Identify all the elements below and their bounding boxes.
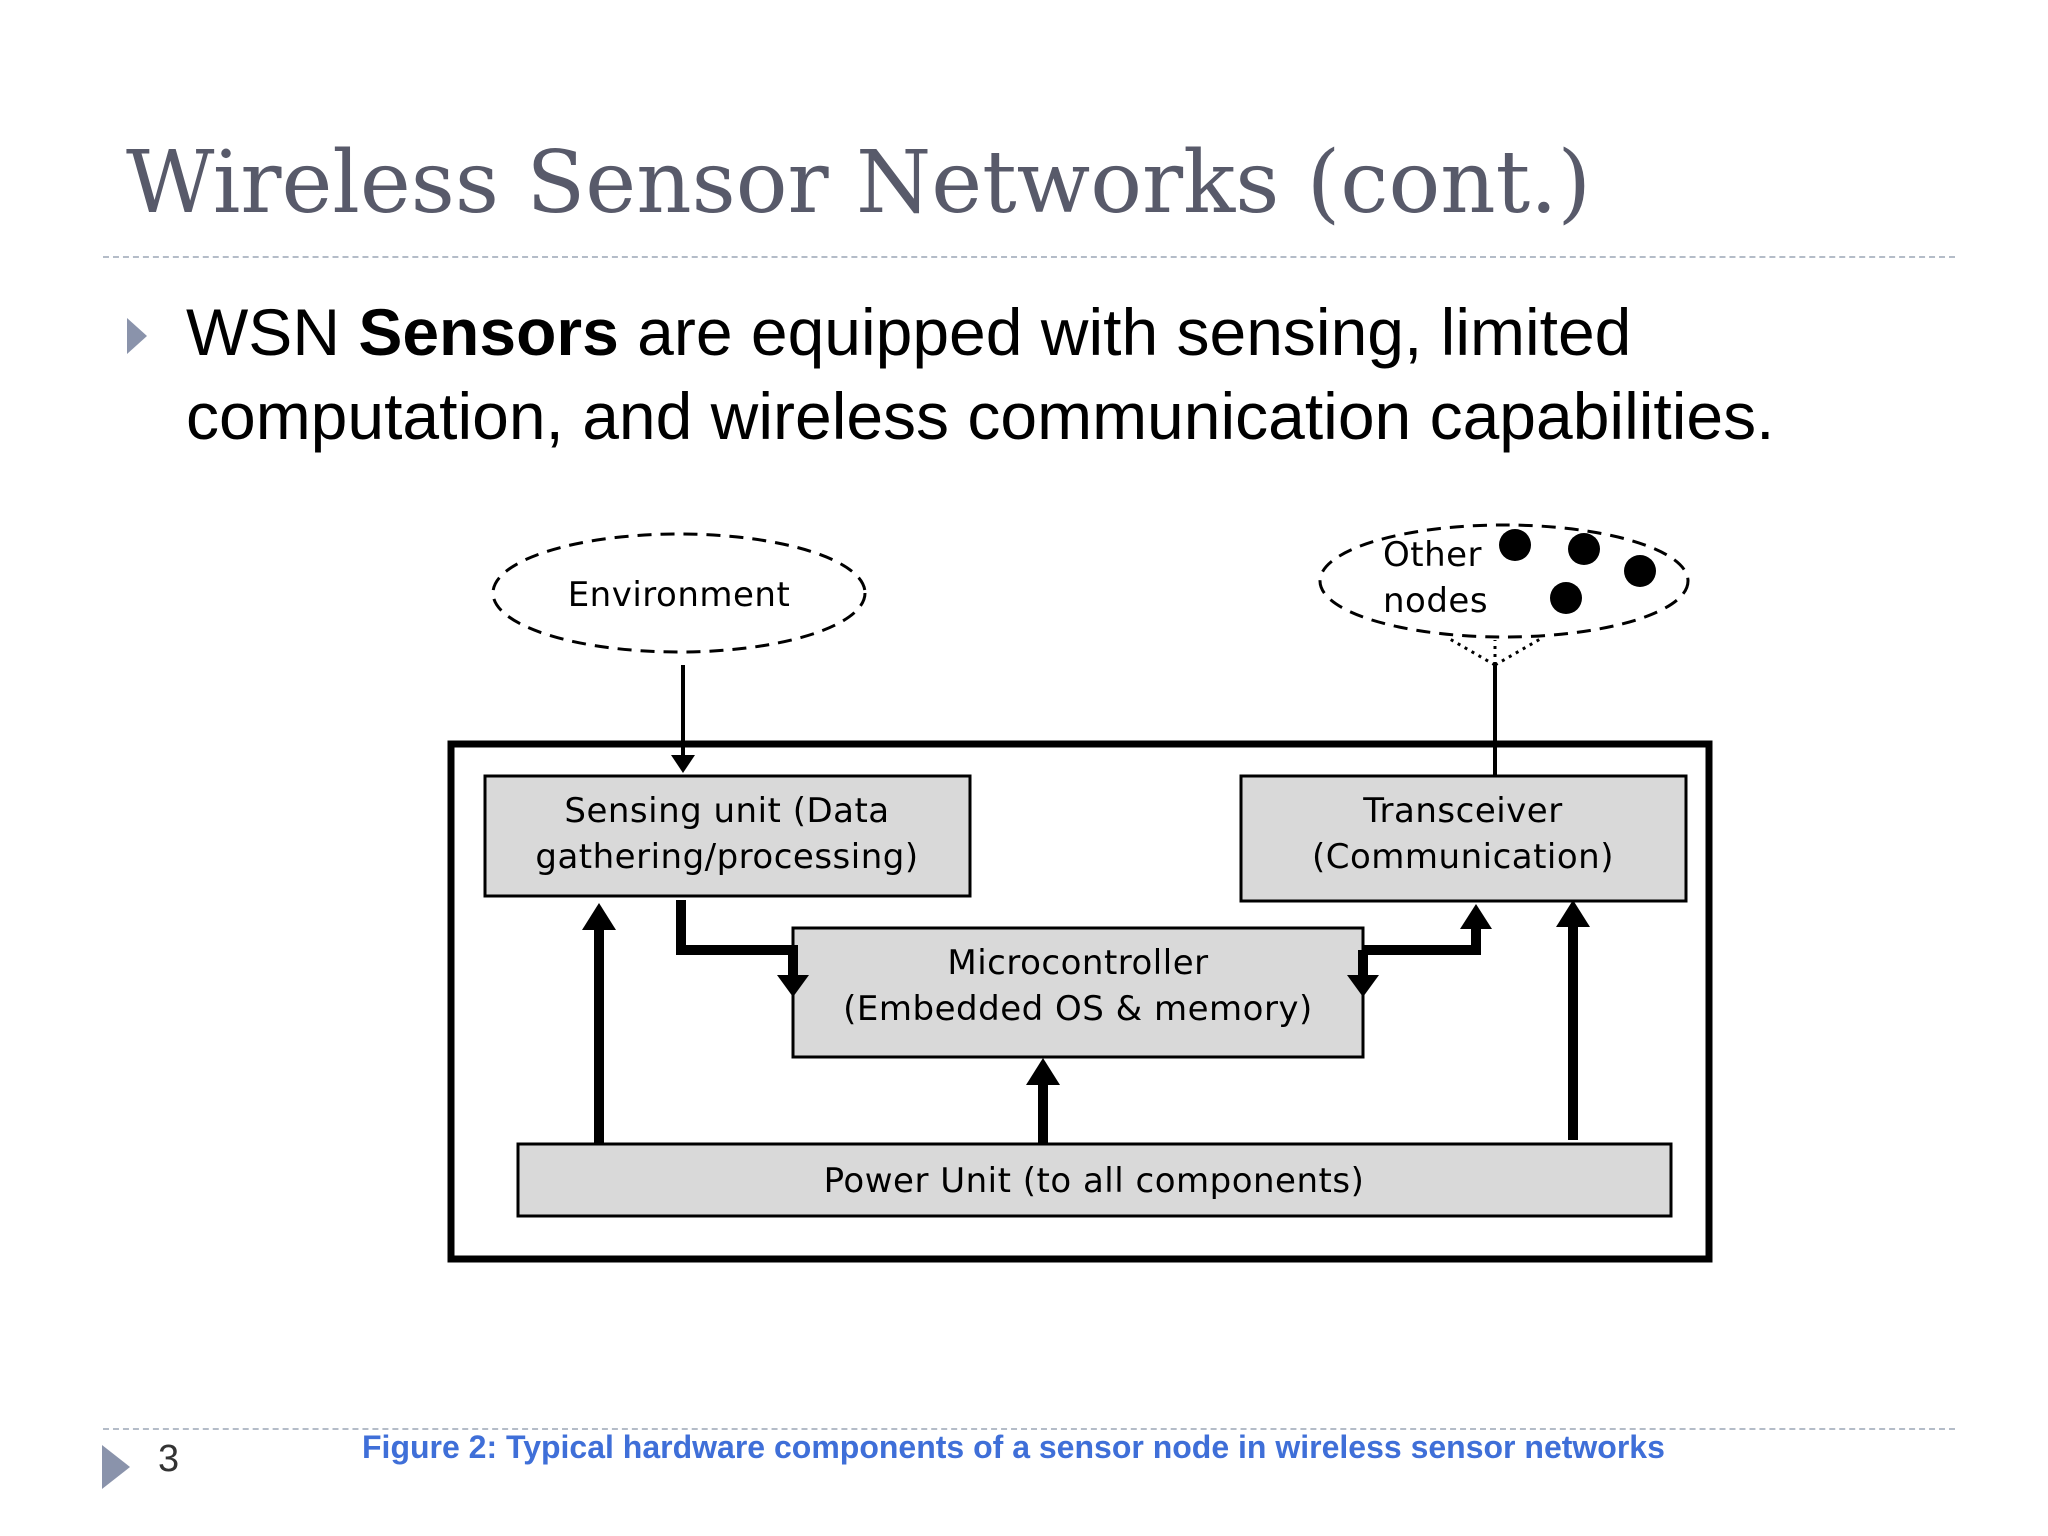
node-dot — [1568, 533, 1600, 565]
title-divider — [103, 256, 1955, 258]
microcontroller-label-line1: Microcontroller — [947, 943, 1208, 983]
environment-cloud — [491, 532, 867, 654]
bullet-line2: computation, and wireless communication … — [186, 379, 1775, 453]
bullet-text: WSN Sensors are equipped with sensing, l… — [186, 290, 1886, 458]
environment-label: Environment — [568, 575, 791, 615]
power-unit-label: Power Unit (to all components) — [824, 1161, 1365, 1201]
page-number: 3 — [158, 1438, 180, 1480]
sensor-node-frame — [447, 740, 1713, 1263]
other-nodes-label-line1: Other — [1383, 535, 1482, 575]
transceiver-label-line1: Transceiver — [1362, 791, 1562, 831]
power-unit-box — [516, 1142, 1673, 1218]
microcontroller-box — [791, 926, 1365, 1059]
transceiver-box — [1239, 774, 1688, 903]
other-nodes-cloud — [1318, 523, 1690, 639]
figure-caption: Figure 2: Typical hardware components of… — [362, 1429, 1665, 1465]
microcontroller-label-line2: (Embedded OS & memory) — [843, 989, 1313, 1029]
micro-to-transceiver-arrow — [1363, 927, 1481, 955]
node-dot — [1499, 529, 1531, 561]
wireless-link-lines — [1447, 636, 1543, 667]
sensing-unit-label-line1: Sensing unit (Data — [564, 791, 889, 831]
sensing-unit-label-line2: gathering/processing) — [535, 837, 918, 877]
transceiver-label-line2: (Communication) — [1312, 837, 1614, 877]
node-dot — [1624, 555, 1656, 587]
bullet-line1-rest: are equipped with sensing, limited — [618, 295, 1632, 369]
footer-triangle-icon — [102, 1445, 130, 1489]
bullet-bold-term: Sensors — [358, 295, 619, 369]
sensing-to-micro-arrow — [676, 900, 798, 977]
node-dot — [1550, 582, 1582, 614]
bullet-prefix: WSN — [186, 295, 359, 369]
bullet-triangle-icon — [127, 318, 147, 354]
sensing-unit-box — [483, 774, 972, 898]
slide-title: Wireless Sensor Networks (cont.) — [126, 133, 1592, 233]
other-nodes-label-line2: nodes — [1383, 581, 1488, 621]
footer-divider — [103, 1428, 1955, 1430]
